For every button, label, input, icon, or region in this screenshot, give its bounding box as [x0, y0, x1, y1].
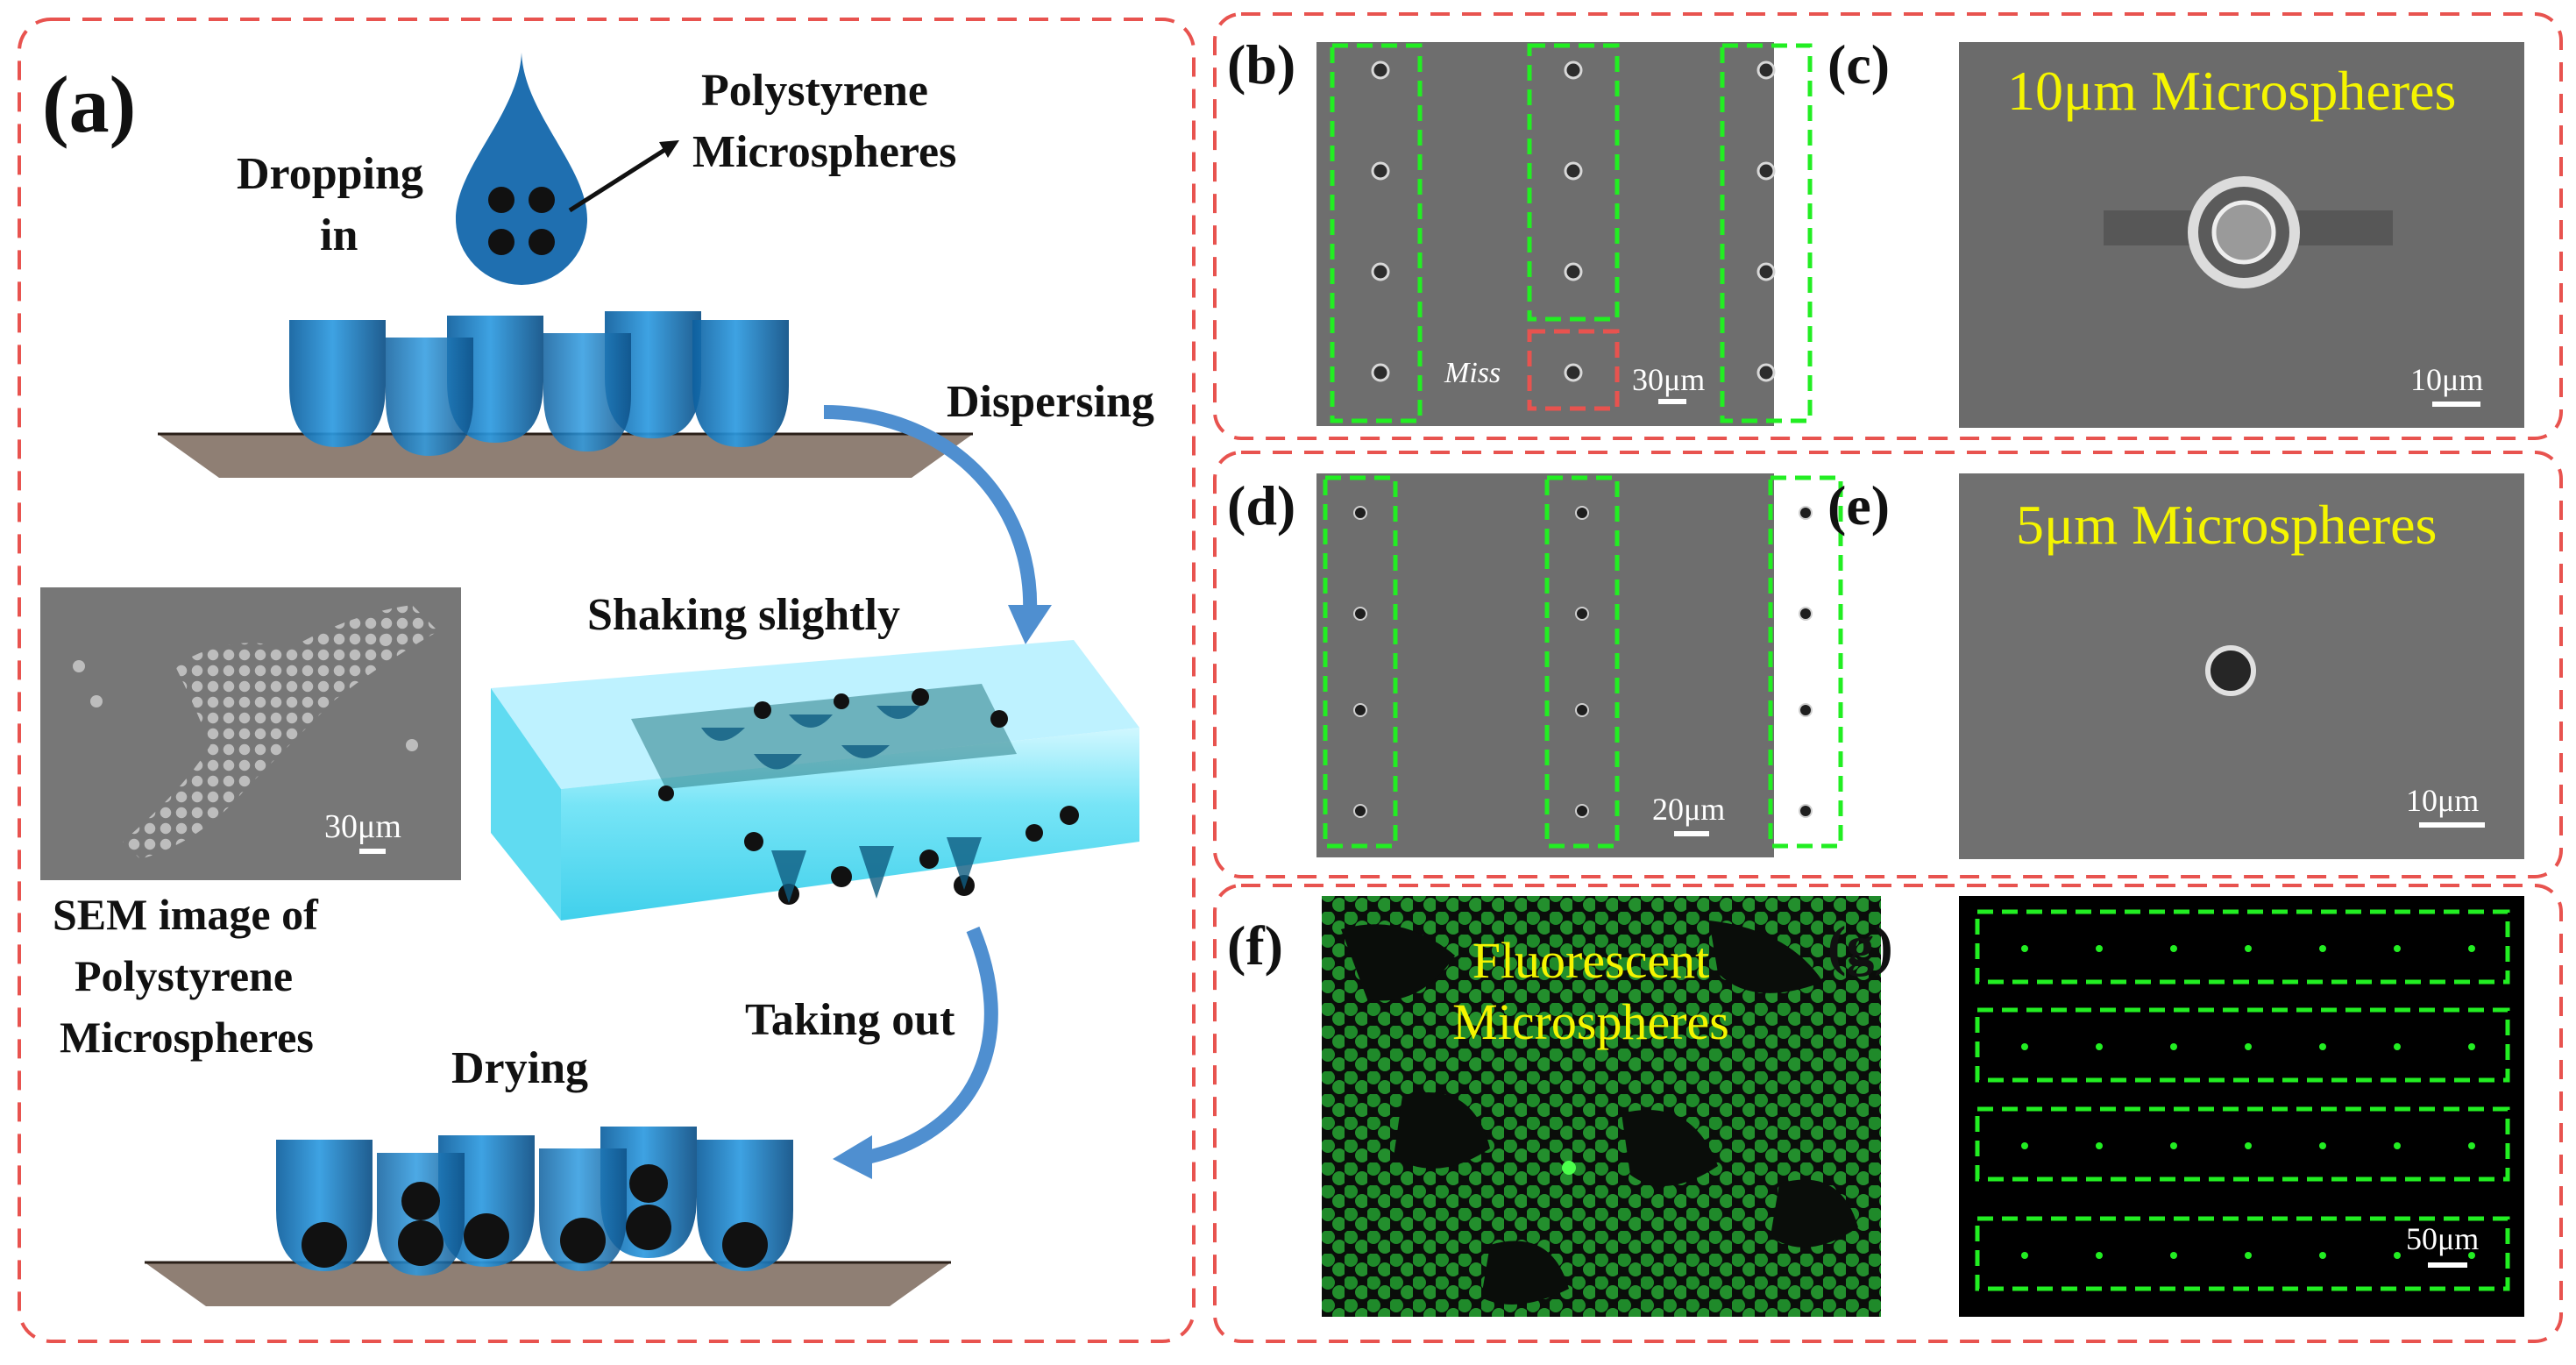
shaking-label: Shaking slightly — [587, 590, 900, 640]
scale-label-c: 10μm — [2410, 362, 2483, 397]
scale-label-d: 20μm — [1652, 792, 1725, 827]
dropping-in-line2: in — [320, 210, 358, 260]
sem-caption-line3: Microspheres — [60, 1013, 314, 1062]
sem-image-b — [1316, 42, 1774, 426]
panel-a-label: (a) — [42, 60, 136, 149]
green-box-b1 — [1330, 43, 1423, 423]
scale-label-e: 10μm — [2406, 783, 2479, 818]
title-10um: 10μm Microspheres — [2007, 60, 2456, 122]
title-5um: 5μm Microspheres — [2016, 494, 2437, 556]
polystyrene-line1: Polystyrene — [701, 66, 928, 116]
dispersing-label: Dispersing — [947, 377, 1154, 427]
well-array-d — [1353, 506, 1813, 818]
microsphere-dot — [488, 229, 514, 255]
sem-scale-bar — [359, 849, 386, 854]
panel-bc-frame — [1213, 12, 2563, 440]
panel-d-label: (d) — [1227, 474, 1295, 537]
panel-f-label: (f) — [1227, 914, 1283, 977]
green-box-d2 — [1544, 475, 1620, 849]
sem-caption-line1: SEM image of — [53, 890, 319, 939]
gel-side — [491, 688, 561, 921]
miss-box — [1527, 329, 1620, 411]
dispersing-arrow — [823, 405, 1038, 615]
fluorescent-array-image — [1959, 896, 2524, 1317]
gel-cups — [701, 706, 982, 903]
panel-de-frame — [1213, 451, 2563, 878]
drying-label: Drying — [451, 1043, 588, 1093]
panel-c-label: (c) — [1827, 33, 1890, 96]
green-row-g4 — [1975, 1216, 2510, 1291]
microsphere-dot — [529, 229, 555, 255]
pointer-arrow — [568, 146, 668, 213]
panel-fg-frame — [1213, 884, 2563, 1343]
cup-row-top — [289, 311, 789, 456]
taking-out-label: Taking out — [745, 995, 955, 1045]
panel-e-label: (e) — [1827, 474, 1890, 537]
microsphere-dot — [529, 187, 555, 213]
green-box-d1 — [1323, 475, 1398, 849]
title-fluorescent-line1: Fluorescent — [1473, 932, 1710, 989]
cup-row-bottom — [276, 1127, 793, 1276]
sem-scale-label: 30μm — [324, 808, 401, 845]
panel-g-label: (g) — [1827, 914, 1893, 977]
scale-bar-b — [1658, 399, 1686, 404]
substrate-top — [158, 434, 973, 478]
green-box-b3 — [1720, 43, 1813, 423]
green-box-d3 — [1768, 475, 1843, 849]
panel-b-label: (b) — [1227, 33, 1295, 96]
fluorescent-gaps — [1341, 921, 1858, 1305]
green-row-g3 — [1975, 1106, 2510, 1182]
scale-bar-e — [2419, 822, 2485, 828]
taking-out-arrowhead-icon — [833, 1135, 872, 1179]
gel-microspheres — [658, 688, 1079, 905]
well-array-b — [1371, 60, 1776, 382]
sem-caption-line2: Polystyrene — [75, 951, 293, 1000]
sem-sphere-cluster — [123, 605, 438, 859]
arrow-head-icon — [659, 140, 679, 158]
taking-out-arrow — [866, 926, 998, 1164]
scale-label-g: 50μm — [2406, 1221, 2479, 1256]
droplet-icon — [456, 53, 587, 285]
dried-microspheres — [302, 1164, 768, 1268]
miss-label: Miss — [1444, 357, 1501, 389]
scale-label-b: 30μm — [1632, 362, 1705, 397]
scale-bar-c — [2432, 402, 2480, 407]
substrate-bottom — [145, 1262, 951, 1306]
fluorescent-dots-g — [2021, 945, 2475, 1259]
scale-bar-g — [2428, 1262, 2467, 1268]
microsphere-dot — [488, 187, 514, 213]
dropping-in-line1: Dropping — [237, 149, 423, 199]
microsphere-5um — [2205, 645, 2256, 696]
green-row-g2 — [1975, 1007, 2510, 1083]
panel-a-frame — [18, 18, 1196, 1343]
green-box-b2 — [1527, 43, 1620, 322]
floating-plate — [631, 684, 1017, 789]
title-fluorescent-line2: Microspheres — [1452, 993, 1729, 1050]
green-row-g1 — [1975, 909, 2510, 985]
scale-bar-d — [1674, 831, 1709, 836]
polystyrene-line2: Microspheres — [692, 127, 956, 177]
dispersing-arrowhead-icon — [1008, 605, 1052, 644]
